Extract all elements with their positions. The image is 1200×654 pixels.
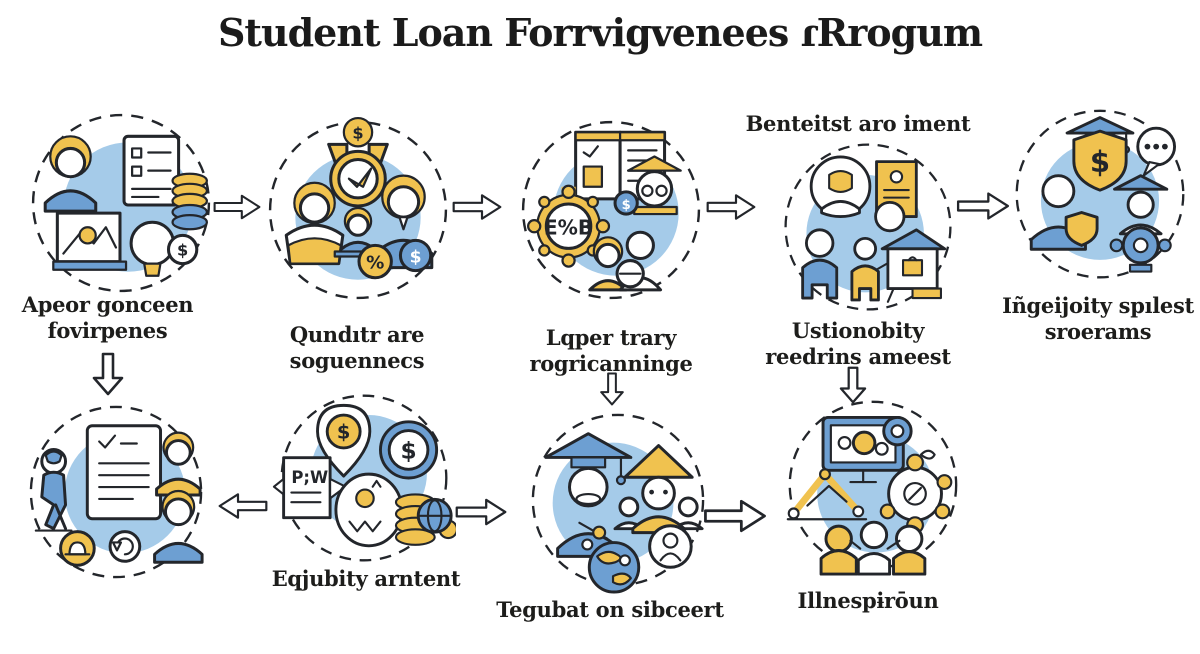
- node-review: [22, 398, 210, 586]
- arrow-right-6: [702, 497, 768, 535]
- label-inspection: Illnespɨrōun: [797, 588, 939, 613]
- label-graduates: Tegubat on sibceert: [496, 597, 724, 622]
- benefits-illustration: [784, 143, 952, 311]
- inspection-illustration: [786, 400, 958, 576]
- person-badge-icon: [648, 524, 693, 569]
- svg-text:$: $: [622, 198, 631, 213]
- percent-coin-icon: %: [357, 243, 393, 280]
- globe-icon: [416, 497, 456, 540]
- trend-chart-icon: [786, 468, 868, 521]
- node-graduates: [522, 406, 710, 594]
- node-qualification: $: [262, 112, 454, 304]
- arrow-right-4: [956, 190, 1010, 222]
- coin-stack-icon: [171, 172, 209, 231]
- walking-person-icon: [34, 447, 73, 532]
- arrow-down-2: [594, 372, 630, 406]
- arrow-right-2: [452, 192, 502, 222]
- label-equity: Eqjubity arntent: [271, 566, 461, 591]
- mentor-figure-icon: [801, 228, 839, 300]
- monitor-money-icon: [821, 415, 913, 484]
- dollar-ring-icon: $: [379, 420, 439, 480]
- graduates-illustration: [531, 413, 705, 594]
- applicant-blue-icon: [153, 489, 204, 564]
- support-person-icon: [43, 135, 98, 213]
- arrow-right-3: [706, 192, 756, 222]
- arrow-down-1: [88, 352, 128, 396]
- idea-bulb-dollar-icon: $: [129, 220, 199, 277]
- contract-document-icon: [85, 424, 163, 521]
- briefcase-board-icon: [880, 228, 947, 303]
- page-title: Student Loan Forrvigvenees ɾRrogum: [217, 10, 983, 55]
- shield-dollar-cap-icon: $: [1065, 116, 1135, 192]
- history-clock-icon: [108, 530, 142, 563]
- node-equity: $ $ P;W: [272, 386, 456, 570]
- parent-left-icon: [284, 181, 345, 266]
- paperwork-illustration: E%B $: [521, 120, 701, 300]
- team-figures-icon: [819, 520, 927, 576]
- label-qualification: Qundıtr are soguennecs: [289, 322, 425, 373]
- svg-text:%: %: [366, 253, 384, 274]
- eligibility-illustration: $: [1015, 109, 1185, 279]
- label-benefits: Ustionobity reedrins ameest: [765, 318, 951, 369]
- speech-bubble-icon: [1136, 126, 1177, 177]
- qualification-illustration: $: [268, 116, 448, 300]
- reminder-bell-icon: [59, 530, 96, 567]
- label-eligibility: Iñgeijoity spılest sroerams: [1002, 293, 1194, 344]
- arrow-right-1: [213, 192, 261, 222]
- svg-text:P;W: P;W: [291, 468, 328, 487]
- nest-egg-icon: [334, 472, 404, 548]
- node-paperwork: E%B $: [515, 110, 707, 306]
- protected-person-icon: [1029, 174, 1099, 251]
- node-inspection: [778, 392, 964, 578]
- picture-frame-icon: [52, 211, 128, 271]
- svg-text:$: $: [337, 420, 350, 443]
- graduate-gear-icon: [1109, 174, 1172, 273]
- graduate-yellow-group-icon: [613, 444, 704, 535]
- label-application: Apeor gonceen fovirpenes: [21, 292, 194, 343]
- gear-badge-icon: E%B: [527, 184, 611, 268]
- label-paperwork: Lqper trary rogricanninge: [529, 325, 693, 376]
- globe-icon: [587, 541, 641, 594]
- portrait-circle-icon: [809, 155, 872, 218]
- svg-text:$: $: [410, 248, 422, 268]
- equity-illustration: $ $ P;W: [272, 394, 456, 562]
- molecule-icon: [879, 449, 953, 535]
- pw-document-icon: P;W: [272, 456, 347, 520]
- node-benefits: [778, 136, 958, 318]
- arrow-left-1: [218, 490, 268, 522]
- arrow-down-3: [834, 366, 872, 404]
- svg-text:$: $: [400, 438, 416, 465]
- svg-text:$: $: [1090, 145, 1110, 179]
- svg-text:$: $: [177, 241, 188, 260]
- node-application: $: [25, 106, 217, 298]
- certificate-icon: [874, 160, 918, 233]
- label-benefits-top: Benteitst aro iment: [745, 111, 971, 136]
- applicant-yellow-icon: [155, 431, 202, 497]
- advisor-pair-icon: [588, 230, 663, 292]
- graduate-head-icon: $: [613, 155, 682, 216]
- medal-check-icon: $: [327, 116, 389, 208]
- review-illustration: [29, 405, 204, 579]
- dollar-coin-icon: $: [398, 238, 433, 273]
- application-illustration: $: [31, 113, 211, 293]
- node-eligibility: $: [1008, 104, 1192, 288]
- svg-text:E%B: E%B: [544, 215, 593, 239]
- graduate-blue-icon: [544, 432, 633, 558]
- checklist-document-icon: [122, 134, 181, 207]
- arrow-right-5: [455, 496, 507, 528]
- svg-text:$: $: [352, 123, 363, 142]
